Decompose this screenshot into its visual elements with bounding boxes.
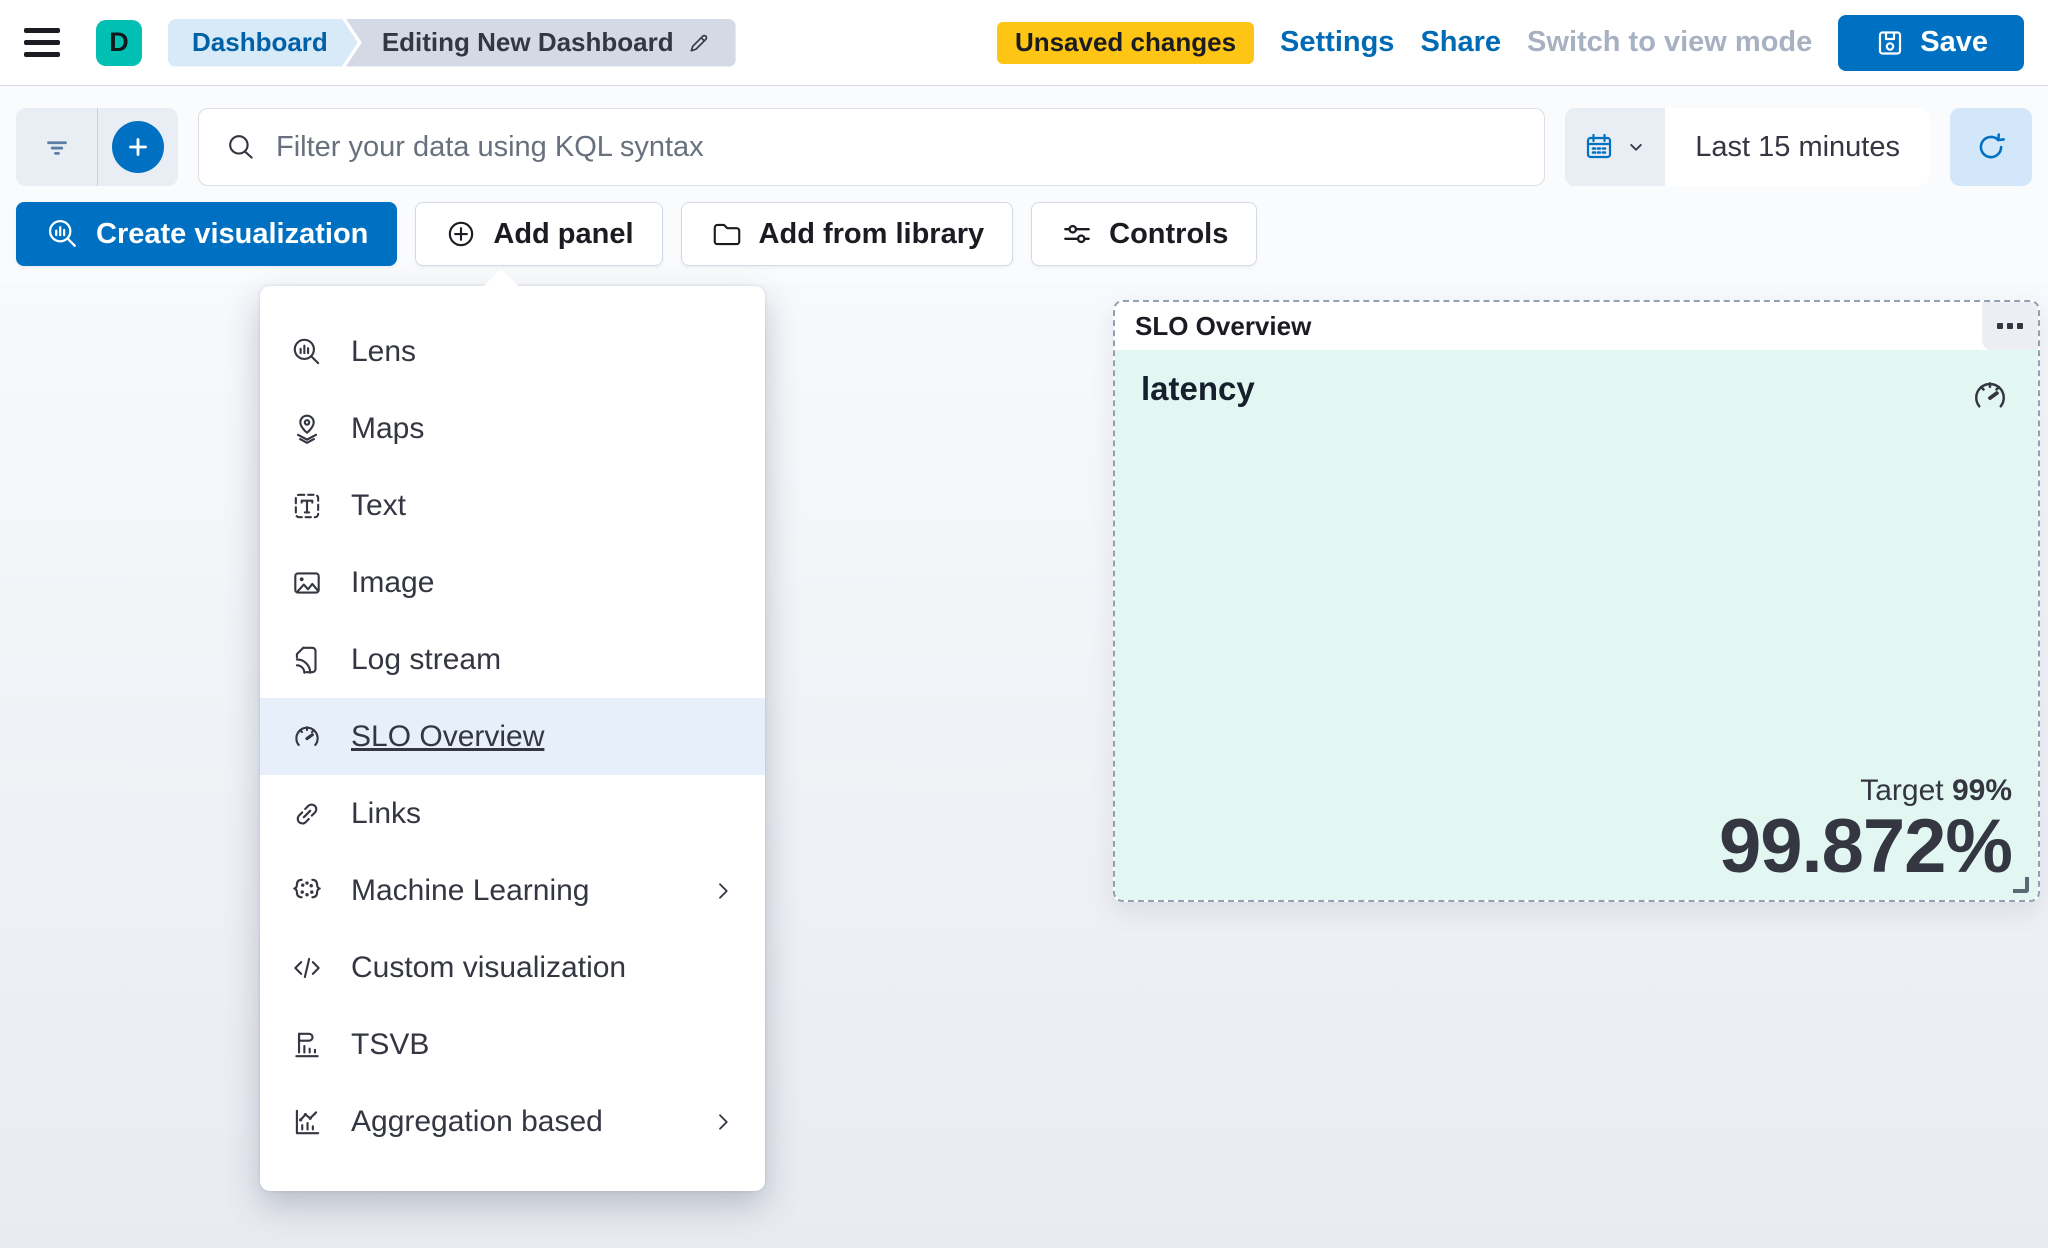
refresh-icon — [1974, 130, 2008, 164]
chevron-down-icon — [1625, 136, 1647, 158]
lens-icon — [45, 216, 81, 252]
tsvb-icon — [290, 1028, 324, 1062]
panel-body: latency Target 99% 99.872% — [1115, 350, 2038, 900]
refresh-button[interactable] — [1950, 108, 2032, 186]
menu-item-custom-visualization[interactable]: Custom visualization — [260, 929, 765, 1006]
filter-menu-button[interactable] — [16, 108, 97, 186]
menu-item-aggregation-based[interactable]: Aggregation based — [260, 1083, 765, 1160]
search-icon — [224, 130, 258, 164]
header-bar: D Dashboard Editing New Dashboard Unsave… — [0, 0, 2048, 86]
panel-spacer — [1141, 418, 2012, 774]
kql-search-bar — [198, 108, 1546, 186]
gauge-icon — [1968, 374, 2012, 418]
menu-item-image[interactable]: Image — [260, 544, 765, 621]
machine-learning-icon — [290, 874, 324, 908]
panel-title: SLO Overview — [1135, 310, 1312, 341]
menu-item-tsvb[interactable]: TSVB — [260, 1006, 765, 1083]
save-button[interactable]: Save — [1838, 14, 2024, 71]
link-icon — [290, 797, 324, 831]
date-picker: Last 15 minutes — [1565, 108, 1930, 186]
boxes-horizontal-icon — [1997, 323, 2003, 329]
slo-metric-name: latency — [1141, 370, 1255, 407]
metric-header-row: latency — [1141, 370, 2012, 418]
dashboard-actions-bar: Create visualization Add panel Add from … — [0, 202, 2048, 287]
breadcrumb-current-label: Editing New Dashboard — [381, 27, 674, 57]
plus-in-circle-icon — [444, 217, 478, 251]
settings-link[interactable]: Settings — [1280, 26, 1395, 58]
save-label: Save — [1920, 26, 1988, 58]
menu-item-machine-learning[interactable]: Machine Learning — [260, 852, 765, 929]
add-from-library-button[interactable]: Add from library — [680, 202, 1014, 266]
chevron-right-icon — [711, 1110, 735, 1134]
breadcrumb-current-page[interactable]: Editing New Dashboard — [345, 18, 736, 67]
hamburger-icon — [24, 28, 60, 33]
add-filter-button[interactable] — [97, 108, 178, 186]
deployment-logo[interactable]: D — [96, 19, 142, 66]
calendar-icon — [1583, 131, 1615, 163]
add-panel-popover: Lens Maps — [260, 268, 765, 1191]
image-icon — [290, 566, 324, 600]
kql-query-input[interactable] — [276, 130, 1520, 164]
panel-header[interactable]: SLO Overview — [1115, 302, 2038, 350]
log-stream-icon — [290, 643, 324, 677]
share-link[interactable]: Share — [1420, 26, 1502, 58]
maps-icon — [290, 412, 324, 446]
sliders-icon — [1060, 217, 1094, 251]
filter-button-group — [16, 108, 178, 186]
folder-icon — [710, 217, 744, 251]
gauge-icon — [290, 720, 324, 754]
slo-target-value: 99% — [1951, 774, 2012, 808]
panel-resize-handle[interactable] — [2013, 877, 2029, 893]
filter-icon — [40, 130, 74, 164]
menu-item-maps[interactable]: Maps — [260, 390, 765, 467]
breadcrumb-dashboard[interactable]: Dashboard — [168, 19, 358, 67]
menu-button[interactable] — [24, 20, 70, 66]
edit-pencil-icon — [686, 30, 712, 56]
plus-circle-icon — [112, 121, 164, 173]
slo-target-line: Target 99% — [1860, 774, 2012, 808]
time-range-button[interactable]: Last 15 minutes — [1665, 108, 1930, 186]
add-panel-menu: Lens Maps — [260, 286, 765, 1187]
switch-to-view-mode-link[interactable]: Switch to view mode — [1527, 26, 1813, 58]
menu-item-slo-overview[interactable]: SLO Overview — [260, 698, 765, 775]
menu-item-lens[interactable]: Lens — [260, 313, 765, 390]
menu-item-links[interactable]: Links — [260, 775, 765, 852]
code-icon — [290, 951, 324, 985]
add-panel-button[interactable]: Add panel — [415, 202, 663, 266]
chevron-right-icon — [711, 879, 735, 903]
menu-item-log-stream[interactable]: Log stream — [260, 621, 765, 698]
text-icon — [290, 489, 324, 523]
save-floppy-icon — [1874, 27, 1906, 59]
unsaved-changes-badge: Unsaved changes — [996, 21, 1255, 64]
breadcrumb: Dashboard Editing New Dashboard — [168, 18, 736, 67]
aggregation-icon — [290, 1105, 324, 1139]
panel-options-button[interactable] — [1982, 302, 2038, 350]
dashboard-canvas: Lens Maps — [0, 268, 2048, 1248]
controls-button[interactable]: Controls — [1031, 202, 1258, 266]
slo-overview-panel: SLO Overview latency — [1113, 300, 2040, 902]
query-toolbar: Last 15 minutes — [0, 86, 2048, 202]
create-visualization-button[interactable]: Create visualization — [16, 202, 398, 266]
date-picker-calendar-button[interactable] — [1565, 108, 1666, 186]
lens-icon — [290, 335, 324, 369]
menu-item-text[interactable]: Text — [260, 467, 765, 544]
slo-value: 99.872% — [1718, 804, 2013, 890]
